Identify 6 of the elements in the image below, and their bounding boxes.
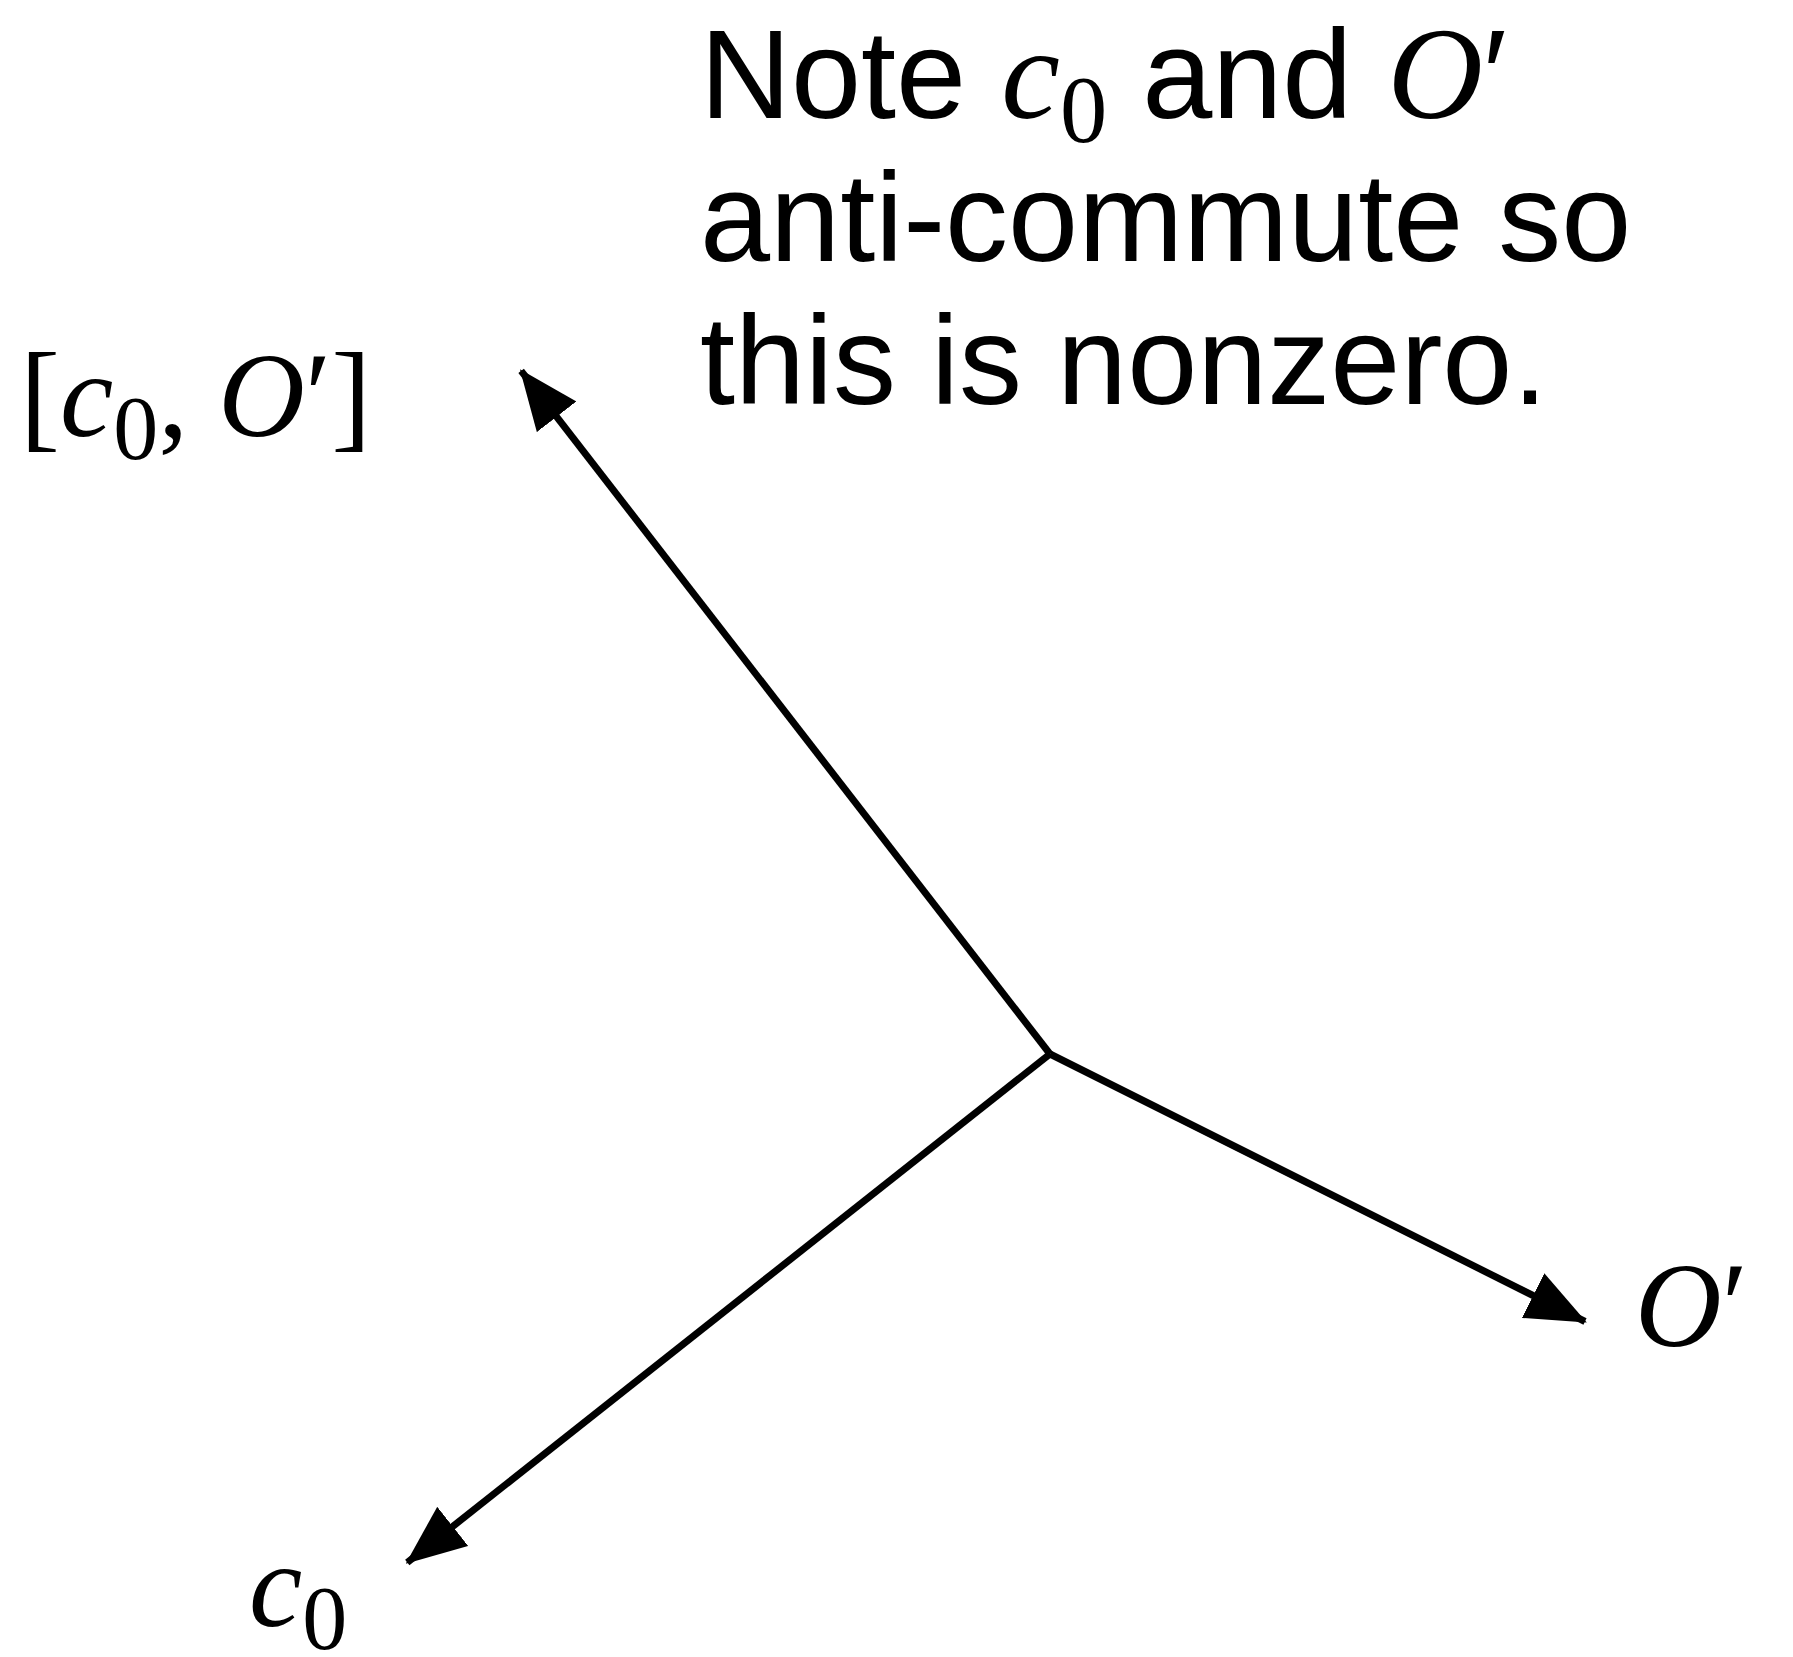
math-expression: c$_{0}$ (249, 1520, 408, 1652)
math-expression: O′ (1585, 1240, 1748, 1372)
math-expression: [c$_{0}$, O′] (20, 330, 522, 462)
arrow (405, 1051, 1053, 1566)
note-text: Note c$_{0}$ and O′ anti-commute so this is nonzero. (700, 2, 1633, 432)
arrow (1048, 1050, 1587, 1325)
